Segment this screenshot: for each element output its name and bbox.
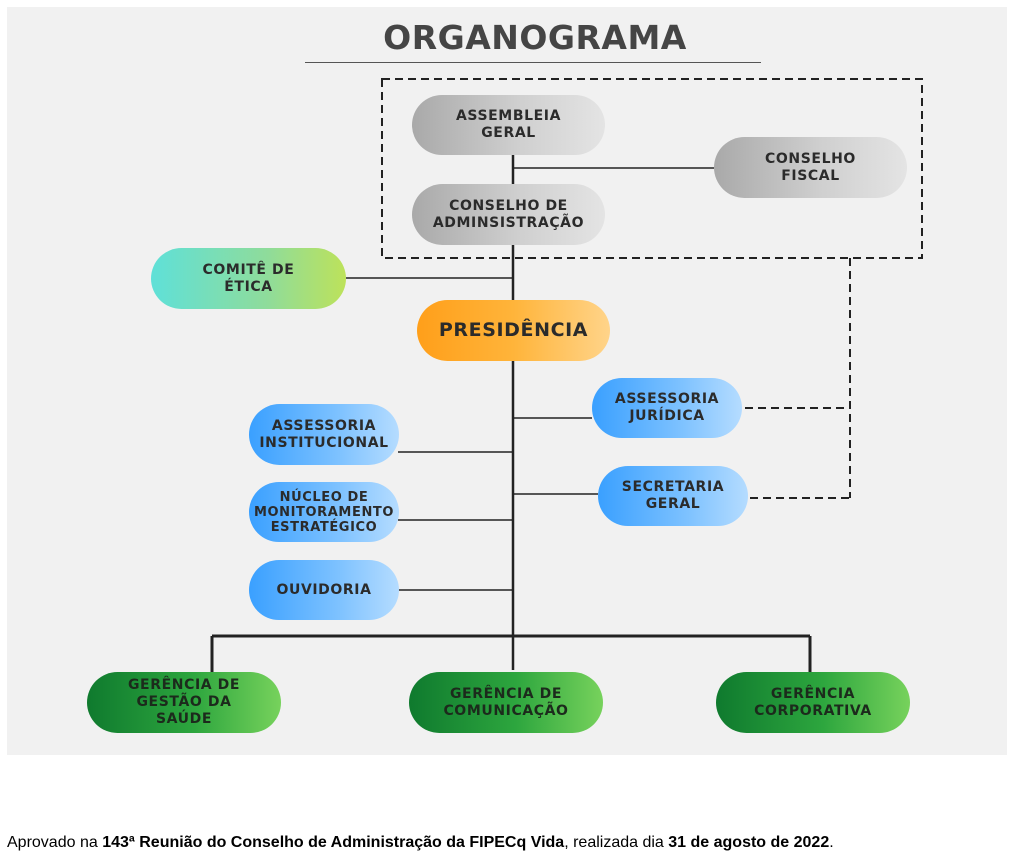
footer-middle: , realizada dia [564,834,669,851]
node-label: PRESIDÊNCIA [438,319,589,341]
node-presidencia: PRESIDÊNCIA [417,300,610,361]
governance-dashed-box [381,78,923,259]
page-title: ORGANOGRAMA [383,18,687,57]
node-conselho-fiscal: CONSELHO FISCAL [714,137,907,198]
approval-note: Aprovado na 143ª Reunião do Conselho de … [7,834,834,852]
node-gerencia-gestao-saude: GERÊNCIA DE GESTÃO DA SAÚDE [87,672,281,733]
node-label: CONSELHO DE ADMINSISTRAÇÃO [432,197,585,231]
node-label: ASSEMBLEIA GERAL [455,108,562,141]
node-label: GERÊNCIA CORPORATIVA [754,685,872,719]
node-assembleia-geral: ASSEMBLEIA GERAL [412,95,605,155]
node-comite-etica: COMITÊ DE ÉTICA [151,248,346,309]
node-nucleo-monitoramento: NÚCLEO DE MONITORAMENTO ESTRATÉGICO [249,482,399,542]
node-label: COMITÊ DE ÉTICA [202,261,295,295]
connector-lines [210,78,923,672]
node-gerencia-comunicacao: GERÊNCIA DE COMUNICAÇÃO [409,672,603,733]
node-gerencia-corporativa: GERÊNCIA CORPORATIVA [716,672,910,733]
title-underline [305,62,761,63]
node-ouvidoria: OUVIDORIA [249,560,399,620]
footer-meeting: 143ª Reunião do Conselho de Administraçã… [102,834,565,851]
node-conselho-administracao: CONSELHO DE ADMINSISTRAÇÃO [412,184,605,245]
node-label: NÚCLEO DE MONITORAMENTO ESTRATÉGICO [253,489,395,535]
footer-prefix: Aprovado na [7,834,103,851]
node-label: GERÊNCIA DE GESTÃO DA SAÚDE [127,677,241,727]
node-label: CONSELHO FISCAL [765,150,856,184]
node-assessoria-juridica: ASSESSORIA JURÍDICA [592,378,742,438]
node-assessoria-institucional: ASSESSORIA INSTITUCIONAL [249,404,399,465]
node-label: ASSESSORIA JURÍDICA [614,391,720,424]
footer-date: 31 de agosto de 2022 [668,834,830,851]
node-secretaria-geral: SECRETARIA GERAL [598,466,748,526]
node-label: OUVIDORIA [276,581,372,598]
node-label: GERÊNCIA DE COMUNICAÇÃO [443,685,569,719]
node-label: SECRETARIA GERAL [621,479,725,512]
node-label: ASSESSORIA INSTITUCIONAL [259,417,389,451]
footer-suffix: . [829,834,834,851]
